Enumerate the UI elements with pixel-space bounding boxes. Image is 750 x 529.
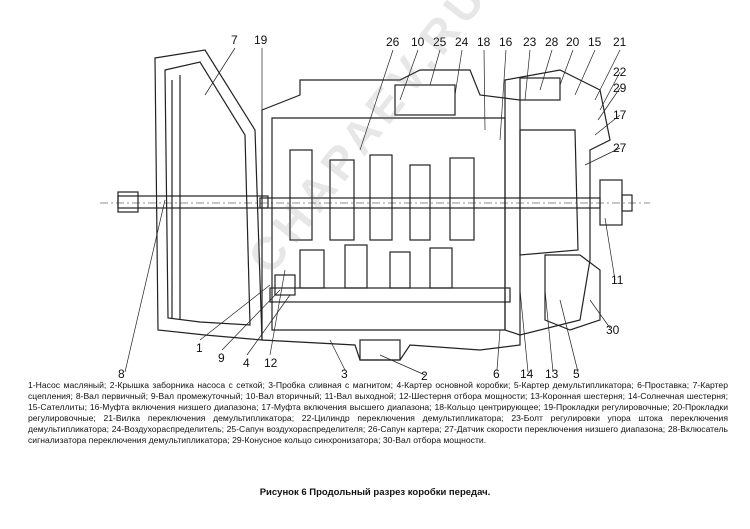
callout: 18 [477,35,491,49]
callout: 9 [218,351,225,365]
pto-unit [544,254,601,331]
callout: 25 [433,35,447,49]
callout: 14 [520,367,534,380]
legend-item: 27-Датчик скорости переключения низшего … [444,423,668,434]
legend: 1-Насос масляный; 2-Крышка заборника нас… [28,380,728,445]
callout: 30 [606,323,620,337]
callout: 6 [493,367,500,380]
callout: 20 [566,35,580,49]
legend-item: 5-Картер демультипликатора; [513,380,638,390]
callout: 15 [588,35,602,49]
legend-item: 3-Пробка сливная с магнитом; [268,380,397,390]
legend-item: 12-Шестерня отбора мощности; [398,390,531,401]
input-shaft [117,195,269,209]
callout: 19 [254,33,268,47]
callout: 5 [573,367,580,380]
legend-item: 16-Муфта включения низшего диапазона; [89,401,262,412]
legend-item: 26-Сапун картера; [367,423,445,434]
legend-item: 17-Муфта включения высшего диапазона; [261,401,435,412]
callout: 28 [545,35,559,49]
gearbox-section-drawing: 7 19 26 10 25 24 18 16 23 28 20 15 21 22… [100,33,650,380]
callout: 16 [499,35,513,49]
callout: 4 [243,356,250,370]
legend-item: 18-Кольцо центрирующее; [434,401,544,412]
callout: 22 [613,65,627,79]
legend-item: 11-Вал выходной; [324,390,399,401]
legend-item: 21-Вилка переключения демультипликатора; [103,412,302,423]
legend-item: 15-Сателлиты; [28,401,90,412]
callout: 8 [118,367,125,380]
legend-item: 28-Вклюсатель сигнализатора переключения… [28,423,728,445]
callout: 3 [341,367,348,380]
legend-item: 13-Коронная шестерня; [530,390,628,401]
legend-item: 8-Вал первичный; [75,390,151,401]
callout: 12 [264,356,278,370]
countershaft [269,287,511,303]
output-flange [599,179,623,226]
range-housing [504,69,611,336]
legend-item: 24-Воздухораспределитель; [111,423,227,434]
legend-item: 9-Вал промежуточный; [150,390,246,401]
legend-item: 19-Прокладки регулировочные; [543,401,673,412]
legend-item: 23-Болт регулировки упора штока переключ… [28,412,728,434]
callout: 26 [386,35,400,49]
callout: 17 [613,108,627,122]
legend-item: 29-Конусное кольцо синхронизатора; [232,434,383,445]
callout: 23 [523,35,537,49]
callout: 1 [196,341,203,355]
legend-item: 14-Солнечная шестерня; [627,390,729,401]
callout: 13 [545,367,559,380]
callout: 27 [613,141,627,155]
callout: 29 [613,81,627,95]
legend-item: 4-Картер основной коробки; [396,380,514,390]
callout: 2 [421,369,428,380]
clutch-housing [154,49,263,341]
legend-item: 10-Вал вторичный; [245,390,325,401]
legend-item: 7-Картер сцепления; [28,380,728,401]
legend-item: 25-Сапун воздухораспределителя; [226,423,368,434]
callout: 11 [611,273,624,287]
legend-item: 22-Цилиндр переключения демультипликатор… [301,412,512,423]
callout: 24 [455,35,469,49]
callout: 7 [231,33,238,47]
legend-item: 6-Проставка; [637,380,693,390]
legend-item: 30-Вал отбора мощности. [382,434,487,445]
callout: 21 [613,35,627,49]
callout-numbers: 7 19 26 10 25 24 18 16 23 28 20 15 21 22… [118,33,627,380]
legend-item: 20-Прокладки регулировочные; [28,401,728,423]
figure-caption: Рисунок 6 Продольный разрез коробки пере… [259,487,491,498]
legend-item: 2-Крышка заборника насоса с сеткой; [109,380,269,390]
callout: 10 [411,35,425,49]
legend-item: 1-Насос масляный; [28,380,110,390]
